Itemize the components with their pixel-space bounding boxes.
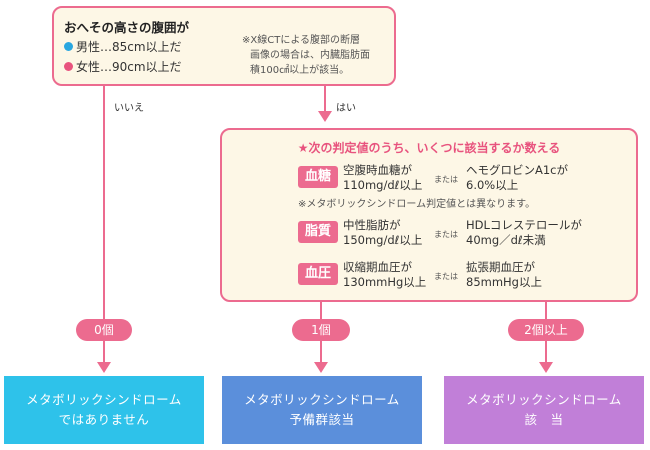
hdl: HDLコレステロールが 40mg／dℓ未満 [466,218,582,248]
triglyceride-value: 150mg/dℓ以上 [343,233,423,247]
result-yes-line2: 該 当 [524,412,564,427]
female-dot-icon [64,62,73,71]
fasting-glucose-value: 110mg/dℓ以上 [343,178,423,192]
triglyceride-label: 中性脂肪が [343,218,401,232]
result-pre-line1: メタボリックシンドローム [244,392,400,407]
or-label-2: または [434,230,458,239]
male-dot-icon [64,42,73,51]
diastolic-label: 拡張期血圧が [466,260,535,274]
lipid-badge: 脂質 [298,221,338,243]
yes-arrow-icon [318,111,332,122]
triglyceride: 中性脂肪が 150mg/dℓ以上 [343,218,422,248]
or-label-1: または [434,175,458,184]
hba1c-label: ヘモグロビンA1cが [466,163,569,177]
male-text: 男性…85cm以上だ [76,40,182,54]
result-none: メタボリックシンドローム ではありません [4,376,204,444]
no-branch-line [103,86,105,366]
hdl-label: HDLコレステロールが [466,218,582,232]
diastolic-value: 85mmHg以上 [466,275,542,289]
result-none-line1: メタボリックシンドローム [26,392,182,407]
systolic: 収縮期血圧が 130mmHg以上 [343,260,426,290]
systolic-label: 収縮期血圧が [343,260,412,274]
hdl-value: 40mg／dℓ未満 [466,233,546,247]
female-text: 女性…90cm以上だ [76,60,182,74]
result-pre-line2: 予備群該当 [289,412,355,427]
waist-criteria-box: おへその高さの腹囲が 男性…85cm以上だ 女性…90cm以上だ ※X線CTによ… [52,6,396,86]
result-yes-line1: メタボリックシンドローム [466,392,622,407]
hba1c-value: 6.0%以上 [466,178,519,192]
fasting-glucose-label: 空腹時血糖が [343,163,412,177]
male-criterion: 男性…85cm以上だ [64,38,182,55]
arrow-yes-icon [539,362,553,373]
or-label-3: または [434,272,458,281]
waist-title: おへその高さの腹囲が [64,20,190,35]
female-criterion: 女性…90cm以上だ [64,58,182,75]
count-two-plus-pill: 2個以上 [508,319,584,341]
result-none-line2: ではありません [58,412,150,427]
result-pre: メタボリックシンドローム 予備群該当 [222,376,422,444]
ct-note: ※X線CTによる腹部の断層 画像の場合は、内臓脂肪面 積100㎠以上が該当。 [242,33,370,78]
ct-note-line2: 画像の場合は、内臓脂肪面 [250,50,370,61]
count-zero-pill: 0個 [76,319,132,341]
ct-note-line1: ※X線CTによる腹部の断層 [242,35,361,46]
diastolic: 拡張期血圧が 85mmHg以上 [466,260,542,290]
fasting-glucose: 空腹時血糖が 110mg/dℓ以上 [343,163,422,193]
result-yes: メタボリックシンドローム 該 当 [444,376,644,444]
systolic-value: 130mmHg以上 [343,275,427,289]
arrow-none-icon [97,362,111,373]
blood-sugar-badge: 血糖 [298,166,338,188]
yes-label: はい [336,103,356,114]
no-label: いいえ [114,103,144,114]
risk-criteria-box: ★次の判定値のうち、いくつに該当するか数える [220,128,638,302]
criteria-note: ※メタボリックシンドローム判定値とは異なります。 [298,199,536,210]
pressure-badge: 血圧 [298,263,338,285]
count-one-pill: 1個 [292,319,350,341]
ct-note-line3: 積100㎠以上が該当。 [250,65,350,76]
yes-branch-line [324,86,326,114]
criteria-heading: ★次の判定値のうち、いくつに該当するか数える [297,141,561,155]
arrow-pre-icon [314,362,328,373]
hba1c: ヘモグロビンA1cが 6.0%以上 [466,163,568,193]
